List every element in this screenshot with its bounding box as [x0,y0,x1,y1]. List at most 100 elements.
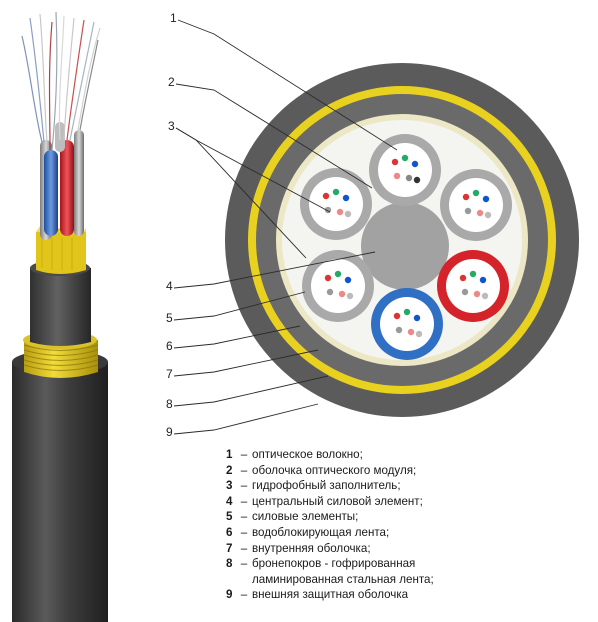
optical-fiber [324,274,332,282]
callout-numbers: 1 2 3 4 5 6 7 8 9 [166,11,177,439]
leader-line [173,375,329,407]
cutaway-fibers [21,11,101,151]
legend-num: 2 [226,463,233,477]
callout-7: 7 [166,367,173,381]
optical-fiber [342,194,350,202]
legend-num: 9 [226,588,233,602]
legend-item: 3–гидрофобный заполнитель; [226,478,594,494]
legend-item: 6–водоблокирующая лента; [226,525,594,541]
cable-cross-section [225,63,579,417]
legend-dash: – [240,588,248,602]
legend-num: 7 [226,541,233,555]
hydrophobic-filler [378,143,432,197]
legend-text: гидрофобный заполнитель; [252,479,401,493]
optical-fiber [482,195,490,203]
callout-2: 2 [168,75,175,89]
leader-line [175,83,373,189]
callout-1: 1 [170,11,177,25]
callout-4: 4 [166,279,173,293]
optical-fiber [479,276,487,284]
optical-fiber [415,330,423,338]
optical-fiber [403,308,411,316]
legend-dash: – [240,525,248,539]
optical-fiber [484,211,492,219]
callout-5: 5 [166,311,173,325]
optical-fiber [336,208,344,216]
legend-dash: – [240,494,248,508]
legend-item: 1–оптическое волокно; [226,447,594,463]
legend-text-continued: ламинированная стальная лента; [252,572,434,586]
legend-item: 4–центральный силовой элемент; [226,494,594,510]
leader-line [177,19,398,151]
cutaway-central-member [74,130,84,236]
armor-corrugation [23,344,99,371]
optical-fiber [395,326,403,334]
legend-text: оптическое волокно; [252,448,363,461]
cable-cutaway [12,11,108,622]
optical-fiber [407,328,415,336]
leader-line [173,325,301,349]
callout-3: 3 [168,119,175,133]
legend-num: 8 [226,557,233,571]
legend-text: водоблокирующая лента; [252,525,390,539]
legend-item: 5–силовые элементы; [226,509,594,525]
optical-fiber [344,210,352,218]
optical-fiber [393,172,401,180]
hydrophobic-filler [446,259,500,313]
legend-text: центральный силовой элемент; [252,494,423,508]
cutaway-inner-sheath [30,264,91,346]
optical-fiber [322,192,330,200]
legend-dash: – [240,448,248,461]
optical-fiber [326,288,334,296]
callout-8: 8 [166,397,173,411]
optical-fiber [459,274,467,282]
leader-line [173,291,306,321]
callout-9: 9 [166,425,173,439]
optical-fiber [332,188,340,196]
optical-fiber [338,290,346,298]
cutaway-outer-jacket [12,357,108,622]
legend: 1–оптическое волокно; 2–оболочка оптичес… [226,447,594,603]
legend-dash: – [240,557,248,571]
optical-fiber [476,209,484,217]
leader-line [173,403,319,435]
optical-fiber [472,189,480,197]
optical-fiber [411,160,419,168]
central-strength-member [361,202,449,290]
optical-fiber [401,154,409,162]
legend-dash: – [240,541,248,555]
legend-text: внутренняя оболочка; [252,541,371,555]
legend-num: 1 [226,448,233,461]
legend-num: 4 [226,494,233,508]
optical-fiber [391,158,399,166]
optical-fiber [464,207,472,215]
optical-fiber [334,270,342,278]
optical-fiber [481,292,489,300]
cutaway-module-blue [44,150,58,236]
leader-line [173,251,376,289]
optical-fiber [346,292,354,300]
legend-text: оболочка оптического модуля; [252,463,417,477]
cutaway-module-red [60,140,74,236]
optical-fiber [344,276,352,284]
optical-fiber [473,290,481,298]
hydrophobic-filler [309,177,363,231]
legend-text: силовые элементы; [252,510,359,524]
optical-fiber [413,314,421,322]
legend-dash: – [240,479,248,493]
legend-text: бронепокров - гофрированная [252,557,416,571]
legend-item: 9–внешняя защитная оболочка [226,587,594,603]
optical-fiber [405,174,413,182]
optical-fiber [462,193,470,201]
leader-line [175,127,307,259]
legend-item: 7–внутренняя оболочка; [226,541,594,557]
legend-item: 8–бронепокров - гофрированная [226,556,594,572]
leader-line [173,349,319,377]
legend-text: внешняя защитная оболочка [252,588,409,602]
hydrophobic-filler [449,178,503,232]
optical-modules [300,134,512,360]
hydrophobic-filler [380,297,434,351]
cutaway-waterblock-tape [36,228,86,274]
legend-dash: – [240,463,248,477]
